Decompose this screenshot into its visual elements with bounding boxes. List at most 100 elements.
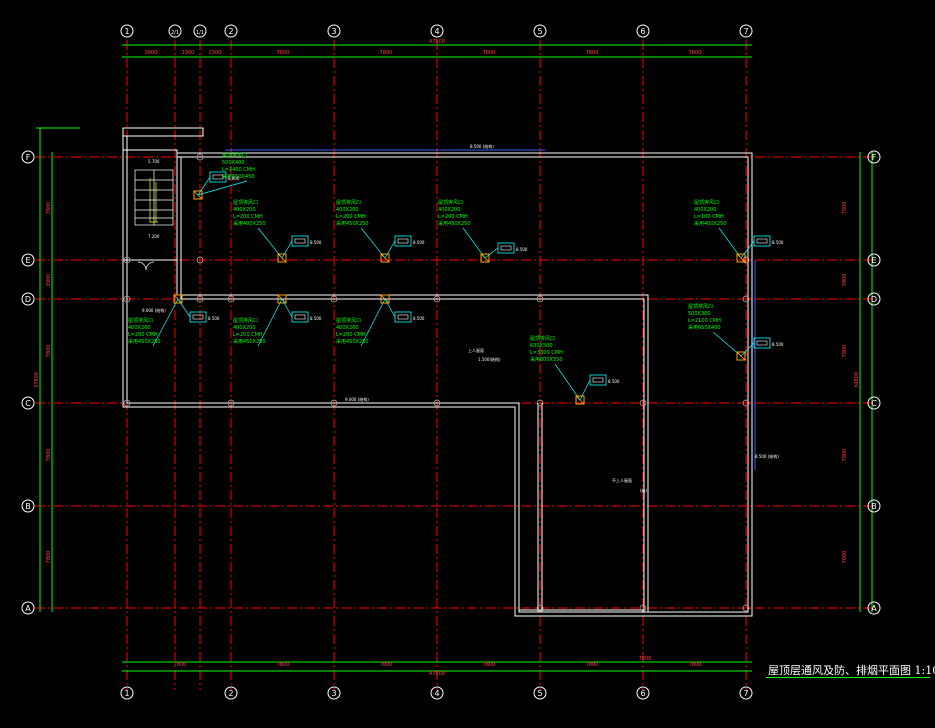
dim-top-3: 2300 [209, 50, 222, 56]
exhaust-unit-10-text-3: L=3300 CMH [530, 350, 563, 356]
dim-right-5: 7800 [842, 551, 848, 564]
exhaust-unit-1-tag: 8.800 [228, 176, 240, 181]
exhaust-unit-10-text-4: 采用800X550 [530, 356, 563, 363]
exhaust-unit-10-fan-icon [575, 395, 585, 405]
exhaust-unit-7-text-1: 屋顶排风口 [233, 317, 258, 324]
col-label-2-top: 2 [228, 27, 233, 36]
roof-edge-lines [225, 149, 756, 470]
dim-bottom-7: 7800 [689, 662, 702, 668]
roof-noaccess-label: 不上人屋面 [612, 477, 632, 483]
exhaust-unit-10-outlet-inner [592, 377, 604, 383]
row-label-E-left: E [25, 256, 30, 265]
exhaust-unit-8-leader [360, 298, 386, 347]
exhaust-unit-9-fan-icon [736, 351, 746, 361]
stair [134, 169, 174, 271]
exhaust-unit-4-leader [462, 227, 486, 259]
exhaust-unit-2-outlet-icon [291, 235, 309, 247]
exhaust-unit-10-text-2: 630X500 [530, 343, 553, 349]
exhaust-unit-9-text-2: 500X300 [688, 311, 711, 317]
exhaust-unit-3-text-2: 400X200 [336, 207, 359, 213]
axis-grid-lines [35, 40, 875, 690]
exhaust-unit-6-fan-icon [173, 294, 183, 304]
exhaust-unit-5-leader [718, 227, 742, 259]
exhaust-unit-6-text-3: L=200 CMH [128, 332, 158, 338]
drawing-title: 屋顶层通风及防、排烟平面图 1:100 [768, 664, 935, 677]
exhaust-unit-9-duct [740, 342, 755, 357]
exhaust-unit-4-tag: 8.500 [516, 247, 528, 252]
exhaust-unit-3-tag: 8.500 [413, 240, 425, 245]
dim-bottom-3: 7800 [380, 662, 393, 668]
col-label-3-top: 3 [331, 27, 336, 36]
roof-access-elev: 1.500(结构) [478, 356, 501, 362]
row-label-B-left: B [25, 502, 31, 511]
exhaust-unit-5-outlet-icon [753, 235, 771, 247]
exhaust-unit-9-text-4: 采用650X400 [688, 324, 721, 331]
exhaust-unit-1-text-4: 采用650X450 [222, 173, 255, 180]
row-label-F-right: F [872, 153, 877, 162]
exhaust-unit-7-text-3: L=200 CMH [233, 332, 263, 338]
dim-left-3: 7800 [46, 345, 52, 358]
col-label-1-top: 1 [124, 27, 129, 36]
exhaust-unit-9-outlet-icon [753, 337, 771, 349]
dim-top-7: 7800 [586, 50, 599, 56]
exhaust-unit-2-duct [281, 240, 293, 259]
exhaust-unit-6-leader [152, 298, 179, 347]
dim-top-2: 1900 [182, 50, 195, 56]
dim-top-5: 7800 [380, 50, 393, 56]
exhaust-unit-8-fan-icon [380, 294, 390, 304]
exhaust-unit-1-leader [197, 180, 248, 196]
col-label-4-bottom: 4 [434, 689, 439, 698]
dim-right-2: 3900 [842, 274, 848, 287]
column-bubbles [120, 24, 753, 700]
dim-bottom-total: 47500 [429, 671, 445, 677]
exhaust-unit-9-leader [712, 331, 742, 357]
dim-top-8: 7800 [689, 50, 702, 56]
exhaust-unit-7-outlet-inner [294, 314, 306, 320]
exhaust-unit-1-text-1: 屋顶排风口 [222, 152, 247, 159]
exhaust-unit-5-text-1: 屋顶排风口 [694, 199, 719, 206]
exhaust-unit-7-outlet-icon [291, 311, 309, 323]
dim-top-total: 47500 [429, 39, 445, 45]
dim-top-6: 7800 [483, 50, 496, 56]
dim-right-4: 7800 [842, 449, 848, 462]
dim-bottom-6: 7800 [639, 656, 652, 662]
exhaust-unit-2-outlet-inner [294, 238, 306, 244]
exhaust-unit-2-text-1: 屋顶排风口 [233, 199, 258, 206]
roof-noaccess-sub: (结) [640, 487, 648, 493]
elev-left: 9.000 (结构) [142, 307, 166, 313]
col-label-21-top: 2/1 [171, 30, 179, 36]
elev-right: 8.500 (结构) [755, 453, 779, 459]
exhaust-unit-2-text-2: 400X200 [233, 207, 256, 213]
exhaust-unit-2-text-3: L=200 CMH [233, 214, 263, 220]
exhaust-unit-8-text-3: L=200 CMH [336, 332, 366, 338]
exhaust-unit-3-text-3: L=200 CMH [336, 214, 366, 220]
exhaust-unit-10-tag: 8.500 [608, 379, 620, 384]
exhaust-unit-4-text-4: 采用450X250 [438, 220, 471, 227]
dim-top-4: 7800 [277, 50, 290, 56]
exhaust-unit-6-text-4: 采用450X250 [128, 338, 161, 345]
dim-left-2: 3900 [46, 274, 52, 287]
dimension-lines [36, 44, 873, 672]
building-walls [122, 127, 753, 617]
row-label-B-right: B [871, 502, 877, 511]
dim-left-5: 7800 [46, 551, 52, 564]
exhaust-unit-10-leader [554, 363, 581, 401]
elev-mid: 9.000 (结构) [345, 396, 369, 402]
row-label-C-right: C [871, 399, 877, 408]
exhaust-unit-4-text-1: 屋顶排风口 [438, 199, 463, 206]
exhaust-unit-8-outlet-icon [394, 311, 412, 323]
exhaust-unit-10-outlet-icon [589, 374, 607, 386]
row-label-A-right: A [871, 604, 877, 613]
exhaust-unit-3-leader [360, 227, 386, 259]
exhaust-unit-3-outlet-inner [397, 238, 409, 244]
exhaust-unit-7-fan-icon [277, 294, 287, 304]
exhaust-unit-5-fan-icon [736, 253, 746, 263]
exhaust-unit-4-duct [484, 247, 499, 259]
